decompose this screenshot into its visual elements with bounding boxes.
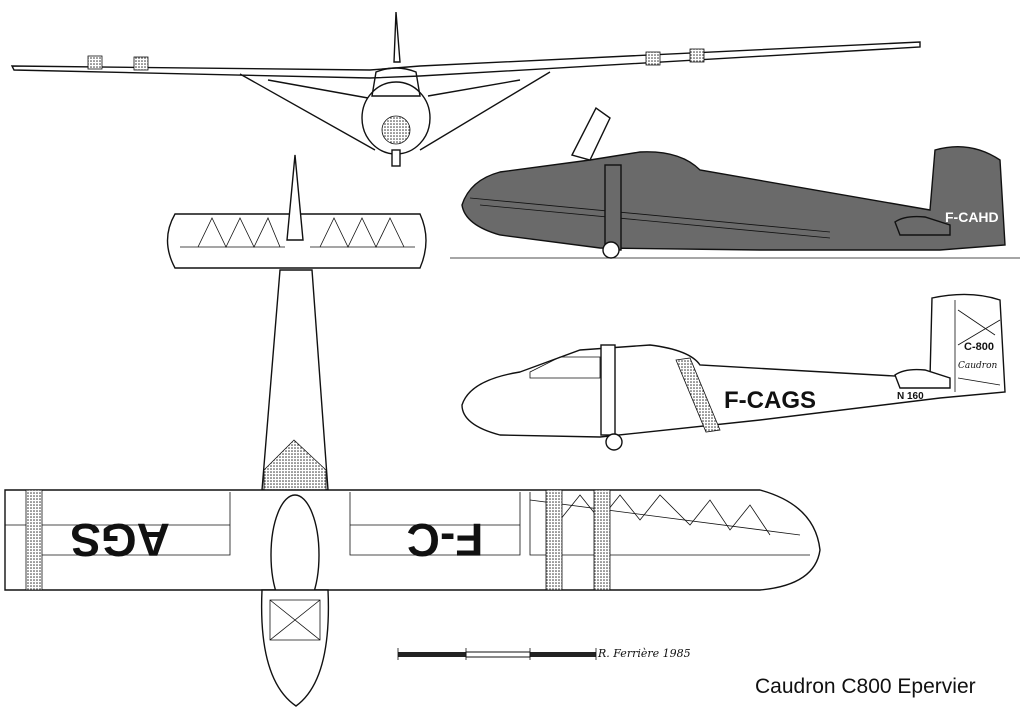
side-view-light: F-CAGS N 160 C-800 Caudron	[461, 293, 1006, 451]
artist-signature: R. Ferrière 1985	[598, 647, 691, 660]
side-view-dark: F-CAHD	[450, 106, 1020, 259]
wing-marking-fc: F-C	[407, 514, 484, 566]
wing-top-view: AGS F-C	[4, 489, 821, 707]
scale-bar	[397, 648, 597, 660]
fin-model-text: C-800	[964, 341, 994, 353]
tailplane-top-view	[166, 154, 427, 269]
wing-marking-ags: AGS	[70, 514, 170, 566]
registration-f-cahd: F-CAHD	[945, 209, 999, 225]
drawing-title: Caudron C800 Epervier	[755, 675, 976, 698]
fuselage-top-view	[261, 269, 329, 491]
caudron-logo: Caudron	[958, 361, 998, 371]
front-view	[10, 11, 921, 167]
registration-f-cags: F-CAGS	[724, 387, 816, 414]
fuselage-number: N 160	[897, 391, 924, 402]
